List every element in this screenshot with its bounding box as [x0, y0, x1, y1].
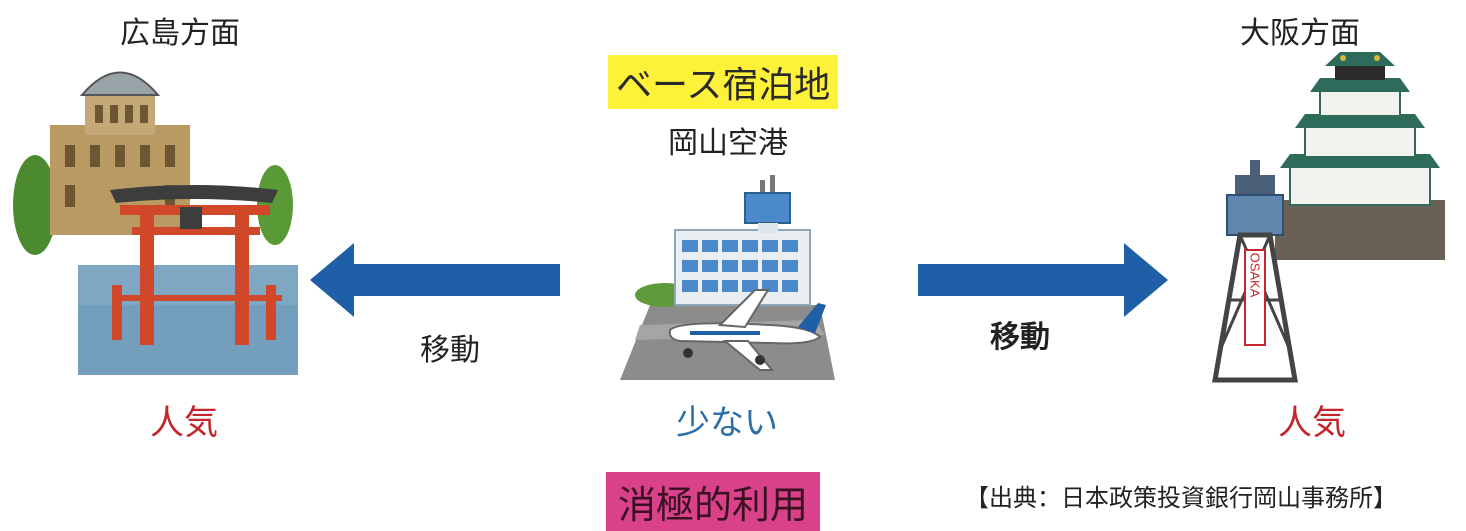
source-citation: 【出典：日本政策投資銀行岡山事務所】 — [965, 484, 1397, 512]
osaka-label: 大阪方面 — [1240, 16, 1360, 51]
base-lodging-badge: ベース宿泊地 — [608, 55, 839, 109]
move-label-right: 移動 — [990, 320, 1050, 355]
passive-use-badge: 消極的利用 — [606, 472, 821, 531]
hiroshima-popularity: 人気 — [150, 403, 218, 443]
move-label-left: 移動 — [420, 333, 480, 368]
osaka-illustration: OSAKA — [1212, 52, 1445, 383]
hiroshima-illustration — [13, 71, 298, 375]
tower-sign-text: OSAKA — [1248, 253, 1263, 298]
hiroshima-label: 広島方面 — [120, 16, 240, 51]
airport-illustration — [620, 175, 835, 380]
arrow-left-icon — [310, 243, 560, 317]
okayama-usage-level: 少ない — [676, 403, 778, 443]
okayama-airport-label: 岡山空港 — [668, 126, 788, 161]
arrow-right-icon — [918, 243, 1168, 317]
osaka-popularity: 人気 — [1278, 403, 1346, 443]
